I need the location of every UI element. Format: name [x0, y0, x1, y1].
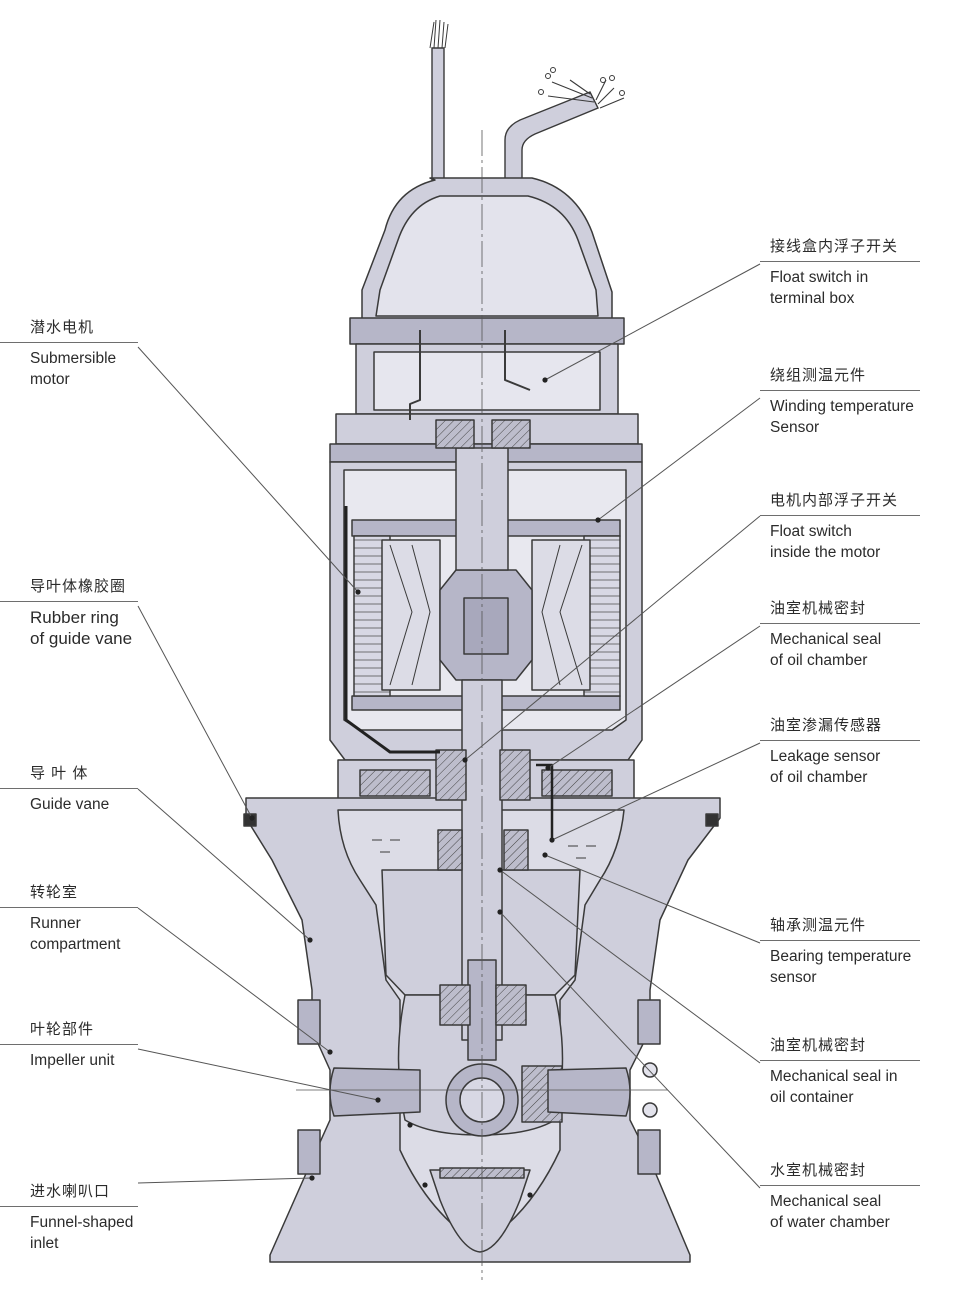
callout-rule [760, 940, 920, 941]
callout-rule [0, 1044, 138, 1045]
label-cn: 油室机械密封 [770, 1037, 867, 1054]
label-cn: 导 叶 体 [30, 765, 89, 782]
label-en: Impeller unit [30, 1052, 115, 1069]
callout-rule [760, 623, 920, 624]
callout-rule [760, 261, 920, 262]
label-cn: 叶轮部件 [30, 1021, 95, 1038]
callout-rule [0, 601, 138, 602]
pump-housing [243, 130, 721, 1280]
label-cn: 潜水电机 [30, 319, 95, 336]
label-cn: 水室机械密封 [770, 1162, 867, 1179]
label-cn: 电机内部浮子开关 [770, 492, 899, 509]
label-cn: 接线盒内浮子开关 [770, 238, 899, 255]
label-cn: 轴承测温元件 [770, 917, 867, 934]
label-cn: 绕组测温元件 [770, 367, 867, 384]
callout-rule [0, 907, 138, 908]
label-cn: 油室机械密封 [770, 600, 867, 617]
callout-rule [0, 1206, 138, 1207]
label-cn: 转轮室 [30, 884, 79, 901]
callout-rule [0, 788, 138, 789]
leader-lines [137, 263, 761, 1189]
callout-guide-vane: 导 叶 体 Guide vane [0, 764, 138, 815]
callout-rule [0, 342, 138, 343]
callout-rule [760, 515, 920, 516]
callout-impeller-unit: 叶轮部件 Impeller unit [0, 1020, 138, 1071]
callout-rule [760, 740, 920, 741]
callout-rule [760, 390, 920, 391]
callout-rule [760, 1060, 920, 1061]
callout-rule [760, 1185, 920, 1186]
label-cn: 油室渗漏传感器 [770, 717, 883, 734]
label-cn: 导叶体橡胶圈 [30, 578, 127, 595]
leader-dots [249, 377, 601, 1198]
label-en: Guide vane [30, 796, 110, 813]
label-cn: 进水喇叭口 [30, 1183, 111, 1200]
